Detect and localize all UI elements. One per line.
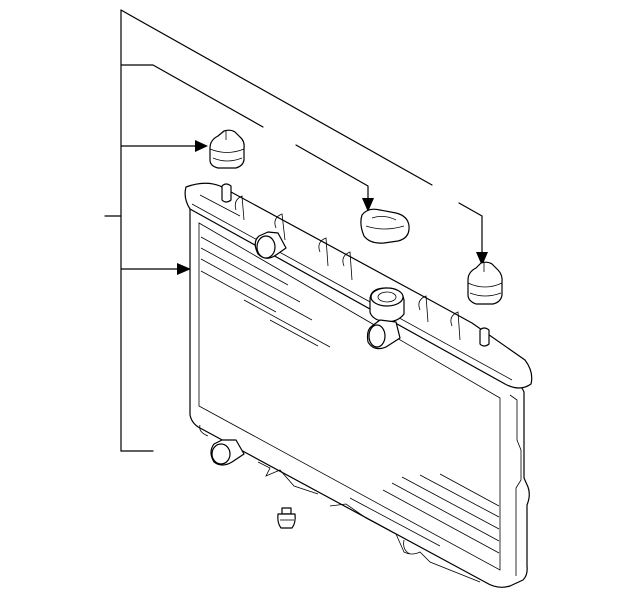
callout-bracket [104,9,154,452]
arrowhead-icon [476,252,488,266]
upper-hose-inlet [254,231,287,259]
leader-line-radiator [120,263,191,275]
radiator-icon [184,182,533,588]
side-bracket [509,394,522,576]
lower-tank [199,424,481,583]
arrowhead-icon [177,263,191,275]
tank-pin-right [479,327,490,347]
leader-line-right-mount [120,9,488,266]
lower-hose-outlet [210,439,245,466]
drain-plug-icon [277,507,296,529]
leader-line-upper-mount [120,140,208,152]
tank-pin-left [221,183,232,203]
arrowhead-icon [195,140,208,152]
radiator-cap-icon [360,208,410,244]
right-mount-cushion-icon [467,261,503,305]
upper-tank-ribs [234,195,461,341]
upper-mount-cushion-icon [209,129,245,169]
overflow-tube [366,319,401,350]
filler-neck [369,287,405,323]
arrowhead-icon [362,198,374,212]
core-fin-hatching [200,236,500,554]
leader-line-radiator-cap [120,64,374,212]
